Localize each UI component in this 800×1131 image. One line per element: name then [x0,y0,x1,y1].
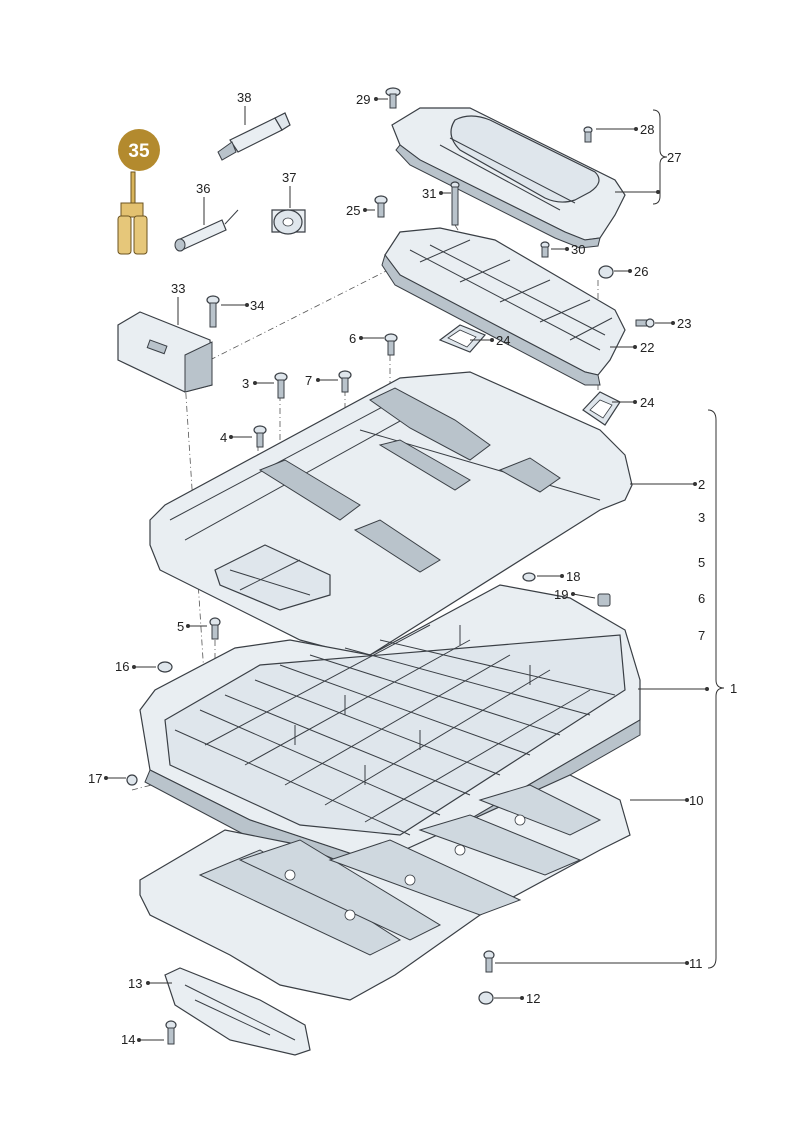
control-unit-part [117,311,213,393]
nut-12 [478,991,494,1005]
bracket-27 [652,109,668,205]
callout-25: 25 [346,203,360,218]
callout-23: 23 [677,316,691,331]
callout-4: 4 [220,430,227,445]
callout-7-list: 7 [698,628,705,643]
callout-3: 3 [242,376,249,391]
callout-17: 17 [88,771,102,786]
screw-28 [583,126,593,143]
callout-37: 37 [282,170,296,185]
leader-lines [106,98,707,1041]
seal-parts [438,324,621,426]
callout-29: 29 [356,92,370,107]
screw-7 [338,370,352,393]
callout-24b: 24 [640,395,654,410]
tube-part [217,112,291,161]
screw-11 [483,950,495,973]
callout-5: 5 [177,619,184,634]
callout-33: 33 [171,281,185,296]
badge-35: 35 [118,129,160,171]
housing-cover-part [149,371,633,656]
callout-34: 34 [250,298,264,313]
nut-26 [598,265,614,279]
small-bracket-part [164,967,311,1056]
callout-14: 14 [121,1032,135,1047]
callout-26: 26 [634,264,648,279]
badge-circle [118,129,160,171]
callout-6-list: 6 [698,591,705,606]
connector-part [117,171,148,255]
callout-numbers: 38 29 28 27 36 37 31 25 30 26 33 34 23 6… [88,90,737,1047]
callout-31: 31 [422,186,436,201]
bolt-31 [450,181,460,226]
screw-23 [635,318,655,328]
leader-dots [104,97,709,1042]
callout-3-list: 3 [698,510,705,525]
callout-11: 11 [689,956,703,971]
callout-38: 38 [237,90,251,105]
nut-17 [126,774,138,786]
callout-18: 18 [566,569,580,584]
underbody-plate-part [139,774,631,1001]
clip-19 [597,593,611,607]
screw-parts [126,87,655,1045]
ring-18 [522,572,536,582]
callout-1: 1 [730,681,737,696]
applicator-part [174,209,239,252]
callout-10: 10 [689,793,703,808]
screw-30 [540,241,550,258]
callout-7: 7 [305,373,312,388]
callout-27: 27 [667,150,681,165]
callout-2: 2 [698,477,705,492]
tray-pins [294,625,531,785]
callout-6: 6 [349,331,356,346]
callout-19: 19 [554,587,568,602]
brackets [652,109,725,969]
callout-13: 13 [128,976,142,991]
upper-cover-part [391,107,626,249]
tray-cell-ribs [174,624,616,836]
tape-roll-part [271,209,306,235]
screw-6 [384,333,398,356]
callout-36: 36 [196,181,210,196]
callout-12: 12 [526,991,540,1006]
ring-16 [157,661,173,673]
callout-28: 28 [640,122,654,137]
screw-14 [165,1020,177,1045]
callout-24a: 24 [496,333,510,348]
callout-5-list: 5 [698,555,705,570]
badge-label: 35 [128,141,150,162]
callout-22: 22 [640,340,654,355]
screw-4 [253,425,267,448]
bracket-1 [707,409,725,969]
callout-30: 30 [571,242,585,257]
screw-25 [374,195,388,218]
upper-module-frame-part [381,227,626,386]
screw-5 [209,617,221,640]
screw-34 [206,295,220,328]
callout-16: 16 [115,659,129,674]
screw-29 [385,87,401,109]
screw-3 [274,372,288,399]
